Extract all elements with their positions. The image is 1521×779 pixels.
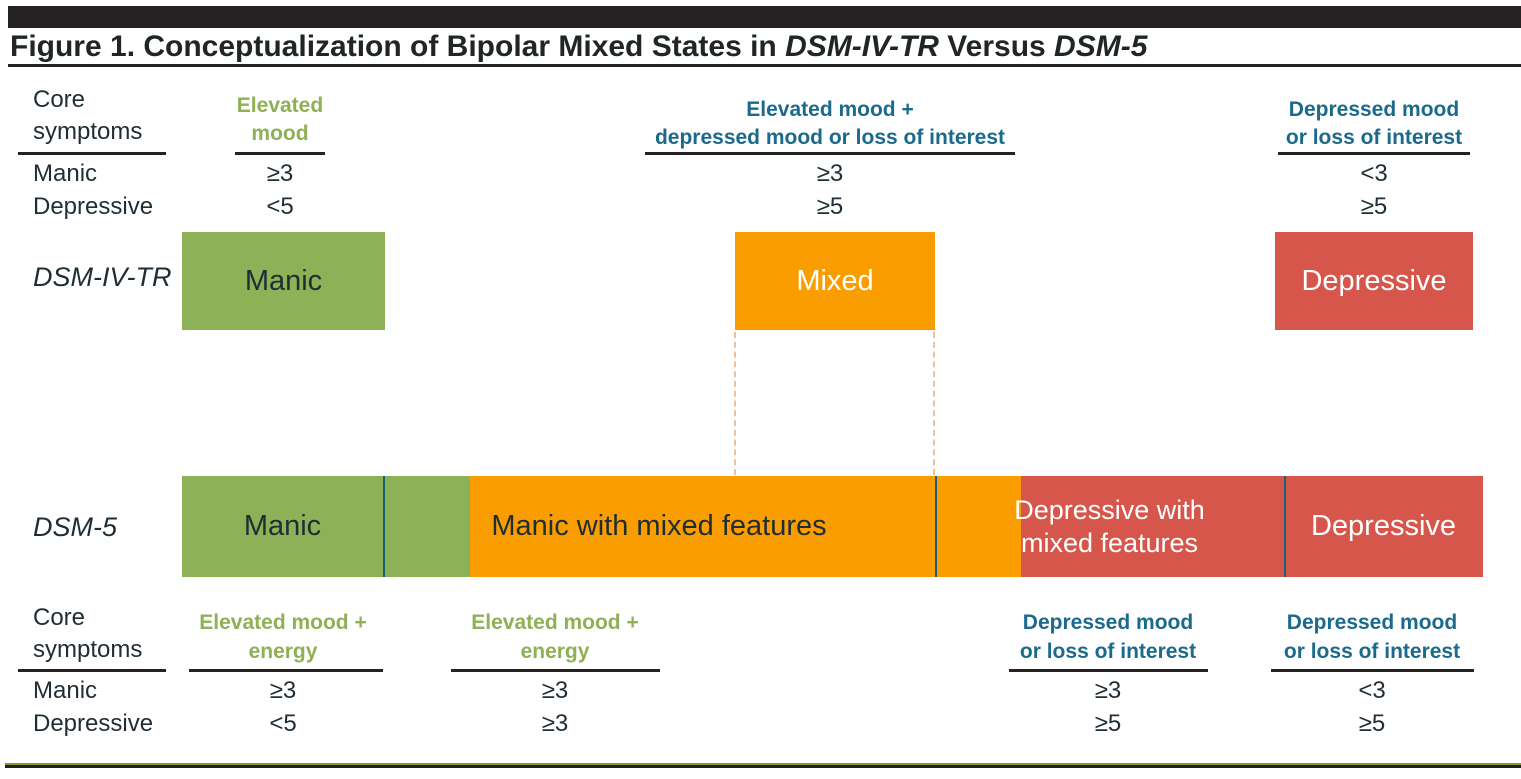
top-core-line1: Core (33, 86, 86, 113)
bottom-col4-manic-value: <3 (1358, 677, 1386, 704)
top-core-underline (18, 152, 166, 155)
dsm-iv-tr-depressive-label: Depressive (1301, 264, 1447, 297)
bottom-col1-manic-value: ≥3 (269, 677, 297, 704)
top-core-line2: symptoms (33, 118, 143, 145)
dsm-5-spectrum-bar: Manic Manic with mixed features Depressi… (182, 476, 1483, 577)
mixed-connector-right-dashed-line (933, 332, 935, 475)
dsm-5-depressive-text: Depressive (1310, 510, 1457, 542)
top-core-symptoms-header: Core symptoms (33, 84, 142, 148)
bottom-col1-line1: Elevated mood + (199, 611, 367, 634)
dsm-5-manic-label: Manic (182, 476, 383, 577)
bottom-col1-header: Elevated mood + energy (183, 608, 383, 666)
figure-title: Figure 1. Conceptualization of Bipolar M… (10, 30, 1147, 64)
bottom-row-manic-label: Manic (33, 677, 98, 704)
bottom-col2-manic-value: ≥3 (541, 677, 569, 704)
bottom-row-depressive-label: Depressive (33, 710, 154, 737)
bottom-col3-line2: or loss of interest (1019, 640, 1197, 663)
dsm-iv-tr-label: DSM-IV-TR (33, 262, 172, 292)
bottom-col3-header: Depressed mood or loss of interest (1008, 608, 1208, 666)
dsm-5-depressive-mixed-label: Depressive with mixed features (935, 476, 1284, 577)
bottom-col4-depressive-value: ≥5 (1358, 710, 1386, 737)
dsm-5-green-segment (182, 476, 470, 577)
dsm-iv-tr-depressive-box: Depressive (1275, 232, 1473, 330)
dsm-iv-tr-manic-box: Manic (182, 232, 385, 330)
bottom-col4-header: Depressed mood or loss of interest (1272, 608, 1472, 666)
top-col1-line2: mood (251, 122, 309, 145)
top-col2-depressive-value: ≥5 (816, 193, 844, 220)
bottom-col3-underline (1009, 669, 1208, 672)
dsm-5-red-segment (1021, 476, 1483, 577)
dsm-5-manic-text: Manic (243, 510, 322, 542)
top-col1-line1: Elevated (236, 94, 324, 117)
top-col1-manic-value: ≥3 (266, 160, 294, 187)
bottom-col2-header: Elevated mood + energy (455, 608, 655, 666)
bottom-col2-underline (451, 669, 660, 672)
dsm-iv-tr-mixed-label: Mixed (796, 264, 874, 297)
top-border-bar (8, 6, 1521, 28)
top-col3-underline (1278, 152, 1470, 155)
bottom-col3-depressive-value: ≥5 (1094, 710, 1122, 737)
top-col-elevated-mood-header: Elevated mood (180, 92, 380, 148)
top-col3-line1: Depressed mood (1288, 98, 1460, 121)
bottom-col4-line1: Depressed mood (1286, 611, 1458, 634)
top-row-depressive-label: Depressive (33, 193, 154, 220)
bottom-core-underline (18, 669, 166, 672)
bottom-col4-underline (1271, 669, 1474, 672)
bottom-core-symptoms-header: Core symptoms (33, 602, 142, 666)
top-col-depressed-mood-header: Depressed mood or loss of interest (1264, 96, 1484, 152)
top-col2-line1: Elevated mood + (746, 98, 914, 121)
top-col2-line2: depressed mood or loss of interest (654, 126, 1006, 149)
bottom-col2-depressive-value: ≥3 (541, 710, 569, 737)
bottom-core-line2: symptoms (33, 636, 143, 663)
bottom-core-line1: Core (33, 604, 86, 631)
dsm-5-divider-2 (935, 476, 937, 577)
top-row-manic-label: Manic (33, 160, 98, 187)
bottom-border-bar (5, 763, 1521, 768)
bottom-col2-line1: Elevated mood + (471, 611, 639, 634)
dsm-5-divider-3 (1284, 476, 1286, 577)
top-col3-line2: or loss of interest (1285, 126, 1463, 149)
bottom-col1-line2: energy (248, 640, 318, 663)
dsm-5-label: DSM-5 (33, 512, 118, 542)
dsm-iv-tr-mixed-box: Mixed (735, 232, 935, 330)
bottom-col2-line2: energy (520, 640, 590, 663)
top-col2-manic-value: ≥3 (816, 160, 844, 187)
bottom-col3-line1: Depressed mood (1022, 611, 1194, 634)
dsm-iv-tr-manic-label: Manic (244, 264, 323, 297)
title-prefix: Figure 1. Conceptualization of Bipolar M… (10, 30, 786, 63)
top-col1-depressive-value: <5 (266, 193, 294, 220)
title-underline (8, 64, 1521, 67)
bottom-col1-underline (189, 669, 383, 672)
dsm-5-manic-mixed-label: Manic with mixed features (383, 476, 935, 577)
top-col-elevated-depressed-header: Elevated mood + depressed mood or loss o… (630, 96, 1030, 152)
bottom-col3-manic-value: ≥3 (1094, 677, 1122, 704)
top-col3-depressive-value: ≥5 (1360, 193, 1388, 220)
title-versus: Versus (938, 30, 1055, 63)
top-col1-underline (235, 152, 325, 155)
dsm-5-orange-segment (470, 476, 1021, 577)
dsm-5-manic-mixed-text: Manic with mixed features (491, 510, 827, 542)
dsm-5-divider-1 (383, 476, 385, 577)
top-col3-manic-value: <3 (1360, 160, 1388, 187)
bottom-col1-depressive-value: <5 (269, 710, 297, 737)
bottom-col4-line2: or loss of interest (1283, 640, 1461, 663)
dsm-5-depressive-mixed-line2: mixed features (1020, 527, 1199, 558)
title-dsm-iv-tr: DSM-IV-TR (785, 30, 939, 63)
title-dsm-5: DSM-5 (1054, 30, 1148, 63)
mixed-connector-left-dashed-line (734, 332, 736, 475)
top-col2-underline (645, 152, 1015, 155)
dsm-5-depressive-mixed-line1: Depressive with (1014, 494, 1205, 525)
dsm-5-depressive-label: Depressive (1284, 476, 1483, 577)
